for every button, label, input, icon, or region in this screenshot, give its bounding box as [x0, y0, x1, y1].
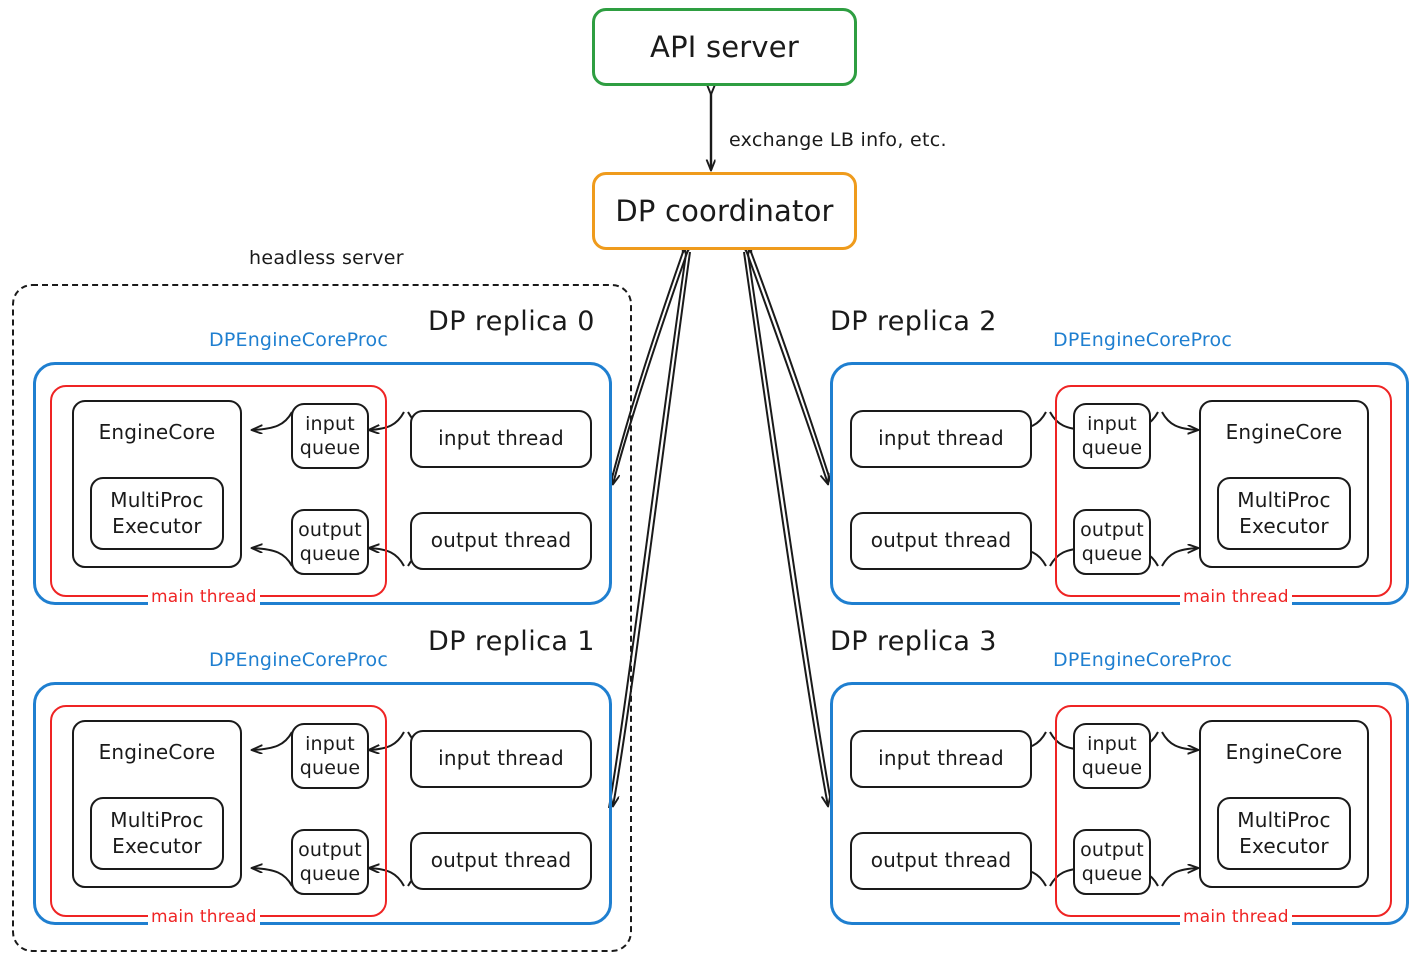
dpenginecoreproc-frame-1	[33, 682, 612, 925]
main-thread-label-3: main thread	[1180, 909, 1292, 926]
input-thread-label: input thread	[438, 426, 564, 451]
multiproc-executor-label: MultiProc Executor	[1237, 807, 1331, 858]
input-queue-node-3[interactable]: input queue	[1073, 723, 1151, 789]
proc-label-replica-1: DPEngineCoreProc	[209, 649, 388, 671]
input-queue-node-2[interactable]: input queue	[1073, 403, 1151, 469]
input-queue-label: input queue	[1081, 412, 1143, 459]
output-thread-label: output thread	[870, 848, 1012, 873]
output-thread-node-2[interactable]: output thread	[850, 512, 1032, 570]
multiproc-executor-node-1[interactable]: MultiProc Executor	[90, 797, 224, 870]
engine-core-label: EngineCore	[98, 420, 216, 444]
output-queue-label: output queue	[1080, 518, 1144, 565]
replica-title-3: DP replica 3	[830, 626, 997, 657]
engine-core-label: EngineCore	[98, 740, 216, 764]
output-queue-label: output queue	[298, 838, 362, 885]
dpenginecoreproc-frame-3	[830, 682, 1409, 925]
api-server-label: API server	[650, 29, 799, 64]
input-queue-label: input queue	[299, 412, 361, 459]
input-thread-node-2[interactable]: input thread	[850, 410, 1032, 468]
input-thread-label: input thread	[878, 426, 1004, 451]
output-thread-node-0[interactable]: output thread	[410, 512, 592, 570]
output-thread-label: output thread	[430, 528, 572, 553]
proc-label-replica-2: DPEngineCoreProc	[1053, 329, 1232, 351]
dpenginecoreproc-frame-2	[830, 362, 1409, 605]
dpenginecoreproc-frame-0	[33, 362, 612, 605]
input-thread-label: input thread	[878, 746, 1004, 771]
edge-coordinator-replica-2	[746, 250, 833, 487]
engine-core-label: EngineCore	[1225, 740, 1343, 764]
input-queue-label: input queue	[299, 732, 361, 779]
output-thread-label: output thread	[430, 848, 572, 873]
engine-core-label: EngineCore	[1225, 420, 1343, 444]
input-thread-node-0[interactable]: input thread	[410, 410, 592, 468]
replica-title-1: DP replica 1	[428, 626, 595, 657]
input-queue-label: input queue	[1081, 732, 1143, 779]
headless-server-label: headless server	[249, 247, 404, 269]
dp-coordinator-label: DP coordinator	[615, 193, 834, 228]
edge-coordinator-replica-3	[744, 252, 833, 809]
multiproc-executor-node-2[interactable]: MultiProc Executor	[1217, 477, 1351, 550]
proc-label-replica-3: DPEngineCoreProc	[1053, 649, 1232, 671]
input-queue-node-0[interactable]: input queue	[291, 403, 369, 469]
input-thread-node-3[interactable]: input thread	[850, 730, 1032, 788]
multiproc-executor-node-3[interactable]: MultiProc Executor	[1217, 797, 1351, 870]
output-thread-node-1[interactable]: output thread	[410, 832, 592, 890]
input-thread-node-1[interactable]: input thread	[410, 730, 592, 788]
dp-coordinator-node[interactable]: DP coordinator	[592, 172, 857, 250]
proc-label-replica-0: DPEngineCoreProc	[209, 329, 388, 351]
multiproc-executor-node-0[interactable]: MultiProc Executor	[90, 477, 224, 550]
output-queue-node-2[interactable]: output queue	[1073, 509, 1151, 575]
output-queue-label: output queue	[298, 518, 362, 565]
main-thread-label-2: main thread	[1180, 589, 1292, 606]
multiproc-executor-label: MultiProc Executor	[1237, 487, 1331, 538]
multiproc-executor-label: MultiProc Executor	[110, 807, 204, 858]
main-thread-label-1: main thread	[148, 909, 260, 926]
output-queue-node-0[interactable]: output queue	[291, 509, 369, 575]
output-thread-label: output thread	[870, 528, 1012, 553]
main-thread-label-0: main thread	[148, 589, 260, 606]
headless-server-frame	[12, 284, 632, 952]
output-thread-node-3[interactable]: output thread	[850, 832, 1032, 890]
output-queue-label: output queue	[1080, 838, 1144, 885]
input-queue-node-1[interactable]: input queue	[291, 723, 369, 789]
replica-title-2: DP replica 2	[830, 306, 997, 337]
replica-title-0: DP replica 0	[428, 306, 595, 337]
api-server-node[interactable]: API server	[592, 8, 857, 86]
output-queue-node-3[interactable]: output queue	[1073, 829, 1151, 895]
input-thread-label: input thread	[438, 746, 564, 771]
multiproc-executor-label: MultiProc Executor	[110, 487, 204, 538]
output-queue-node-1[interactable]: output queue	[291, 829, 369, 895]
edge-label-exchange-lb-info: exchange LB info, etc.	[729, 129, 947, 151]
